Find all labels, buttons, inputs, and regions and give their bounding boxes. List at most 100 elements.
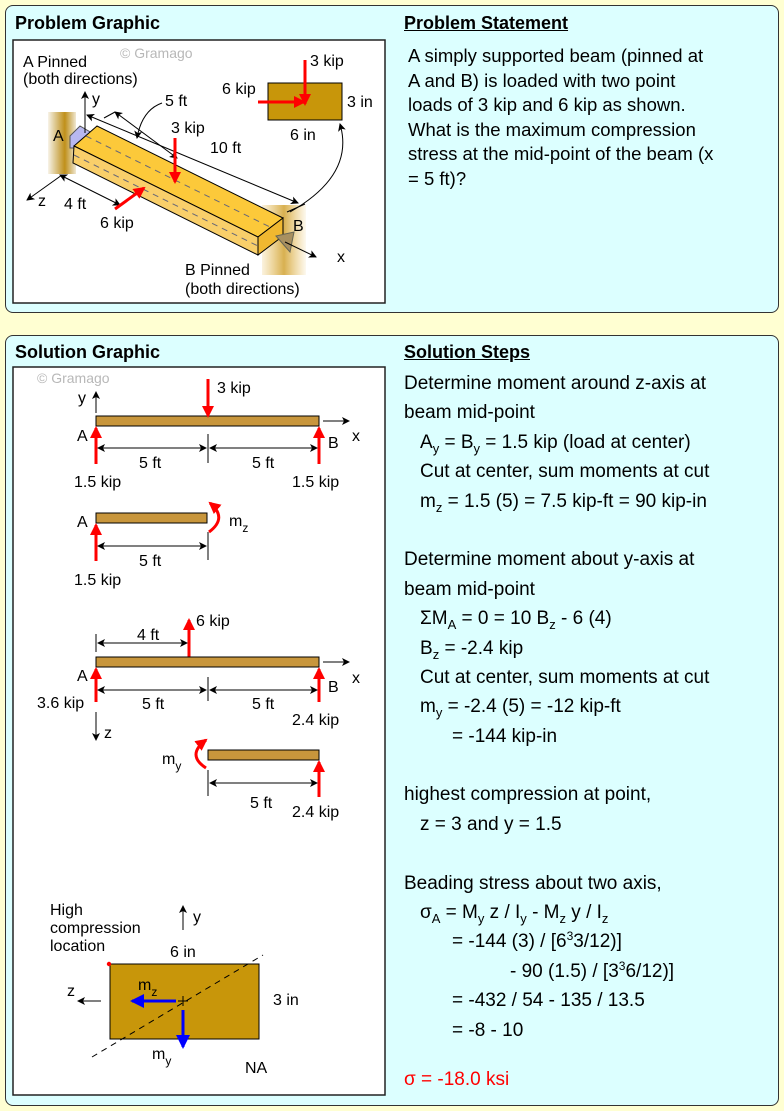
- t: y: [435, 705, 443, 721]
- t: A: [420, 431, 433, 453]
- t: y: [477, 911, 485, 927]
- t: - 6 (4): [555, 608, 612, 630]
- fbd-cut-mz: A mz 5 ft 1.5 kip: [74, 501, 248, 589]
- t: A: [447, 617, 457, 633]
- b-label: B: [293, 218, 304, 235]
- solution-steps: Determine moment around z-axis at beam m…: [404, 369, 709, 1094]
- x-label: x: [337, 249, 345, 266]
- a-label: A: [77, 514, 88, 531]
- step-line: = -144 (3) / [633/12)]: [404, 927, 709, 956]
- a-label: A: [77, 428, 88, 445]
- problem-graphic-title: Problem Graphic: [15, 13, 161, 33]
- x-axis-arrow: [284, 241, 317, 258]
- beam: [95, 415, 320, 427]
- t: 3: [566, 929, 574, 944]
- b-label: B: [328, 679, 339, 696]
- y-label: y: [193, 909, 201, 926]
- load-6kip-arrow: [114, 186, 146, 211]
- problem-statement-title: Problem Statement: [404, 13, 569, 33]
- dimension-5ft: [114, 111, 178, 159]
- beam: [207, 749, 320, 761]
- width-label: 6 in: [170, 944, 196, 961]
- step-line: Determine moment about y-axis at: [404, 549, 695, 571]
- note-label: location: [50, 938, 105, 955]
- dim-label: 5 ft: [139, 553, 162, 570]
- t: 6/12)]: [625, 960, 675, 982]
- t: 3: [618, 958, 626, 973]
- dimension-4ft: [59, 174, 121, 206]
- solution-graphic: © Gramago y x 3 kip A B 5 ft 5 ft 1.5 ki…: [12, 366, 386, 1096]
- t: = -2.4 kip: [439, 637, 524, 659]
- dim-label: 4 ft: [137, 627, 160, 644]
- a-label: A: [53, 128, 64, 145]
- note-label: High: [50, 902, 83, 919]
- a-label: A: [77, 668, 88, 685]
- step-line: Bz = -2.4 kip: [404, 634, 709, 663]
- statement-line: = 5 ft)?: [408, 167, 467, 189]
- dim-10ft-label: 10 ft: [210, 140, 242, 157]
- t: - M: [526, 902, 560, 924]
- mz-label: mz: [138, 977, 157, 999]
- t: y: [432, 440, 440, 456]
- t: B: [420, 637, 433, 659]
- step-line: Determine moment around z-axis at: [404, 373, 707, 394]
- step-line: highest compression at point,: [404, 784, 652, 806]
- cs-6kip-label: 6 kip: [222, 81, 256, 98]
- load-label: 3 kip: [217, 380, 251, 397]
- t: m: [420, 490, 436, 512]
- load-6kip-label: 6 kip: [100, 215, 134, 232]
- reaction-a-label: 1.5 kip: [74, 474, 121, 491]
- reaction-b-label: 1.5 kip: [292, 474, 339, 491]
- load-3kip-label: 3 kip: [171, 120, 205, 137]
- t: = M: [440, 902, 478, 924]
- step-line: - 90 (1.5) / [336/12)]: [404, 957, 709, 986]
- step-line: mz = 1.5 (5) = 7.5 kip-ft = 90 kip-in: [404, 487, 709, 516]
- step-line: beam mid-point: [404, 578, 535, 600]
- statement-line: loads of 3 kip and 6 kip as shown.: [408, 94, 686, 115]
- my-label: my: [162, 751, 181, 773]
- reaction-b-label: 2.4 kip: [292, 712, 339, 729]
- my-label: my: [152, 1046, 171, 1068]
- t: z: [549, 617, 556, 633]
- t: ΣM: [420, 608, 448, 630]
- t: y: [520, 911, 527, 927]
- cs-3kip-label: 3 kip: [310, 53, 344, 70]
- t: y: [473, 440, 481, 456]
- moment-mz-arrow: [208, 501, 222, 534]
- t: = 0 = 10 B: [456, 608, 550, 630]
- note-label: compression: [50, 920, 141, 937]
- step-line: my = -2.4 (5) = -12 kip-ft: [404, 692, 709, 721]
- step-line: Ay = By = 1.5 kip (load at center): [404, 428, 709, 457]
- t: = 1.5 (5) = 7.5 kip-ft = 90 kip-in: [442, 490, 707, 512]
- dim-label: 5 ft: [250, 795, 273, 812]
- statement-line: What is the maximum compression: [408, 118, 696, 140]
- step-line: = -432 / 54 - 135 / 13.5: [452, 990, 645, 1012]
- b-directions-label: (both directions): [185, 281, 300, 298]
- mz-label: mz: [229, 513, 248, 535]
- section-pointer-arrow: [289, 123, 346, 213]
- x-label: x: [352, 670, 360, 687]
- t: A: [431, 911, 441, 927]
- dim-4ft-label: 4 ft: [64, 196, 87, 213]
- reaction-b-label: 2.4 kip: [292, 804, 339, 821]
- reaction-a-label: 1.5 kip: [74, 572, 121, 589]
- step-line: Cut at center, sum moments at cut: [420, 461, 710, 483]
- step-line: z = 3 and y = 1.5: [420, 813, 562, 835]
- t: z: [435, 499, 443, 515]
- z-axis-arrow: [26, 174, 63, 201]
- cs-6in-label: 6 in: [290, 127, 316, 144]
- dim-label: 5 ft: [252, 696, 275, 713]
- stress-cross-section: High compression location y 6 in 3 in z …: [50, 902, 299, 1077]
- z-label: z: [104, 725, 112, 742]
- statement-line: A simply supported beam (pinned at: [408, 45, 704, 66]
- problem-statement: A simply supported beam (pinned at A and…: [408, 44, 713, 191]
- fbd-cut-my: my 5 ft 2.4 kip: [162, 738, 339, 821]
- t: m: [420, 696, 436, 718]
- t: = -2.4 (5) = -12 kip-ft: [442, 696, 621, 718]
- fbd-full-beam-z: 6 kip 4 ft A B x 5 ft 5 ft 3.6 kip 2.4 k…: [37, 613, 360, 742]
- t: y / I: [566, 902, 602, 924]
- t: z: [601, 911, 609, 927]
- pointer-arrow: [134, 102, 163, 139]
- t: = -144 (3) / [6: [452, 931, 567, 953]
- problem-graphic: © Gramago A Pinned (both directions) A B…: [12, 39, 386, 304]
